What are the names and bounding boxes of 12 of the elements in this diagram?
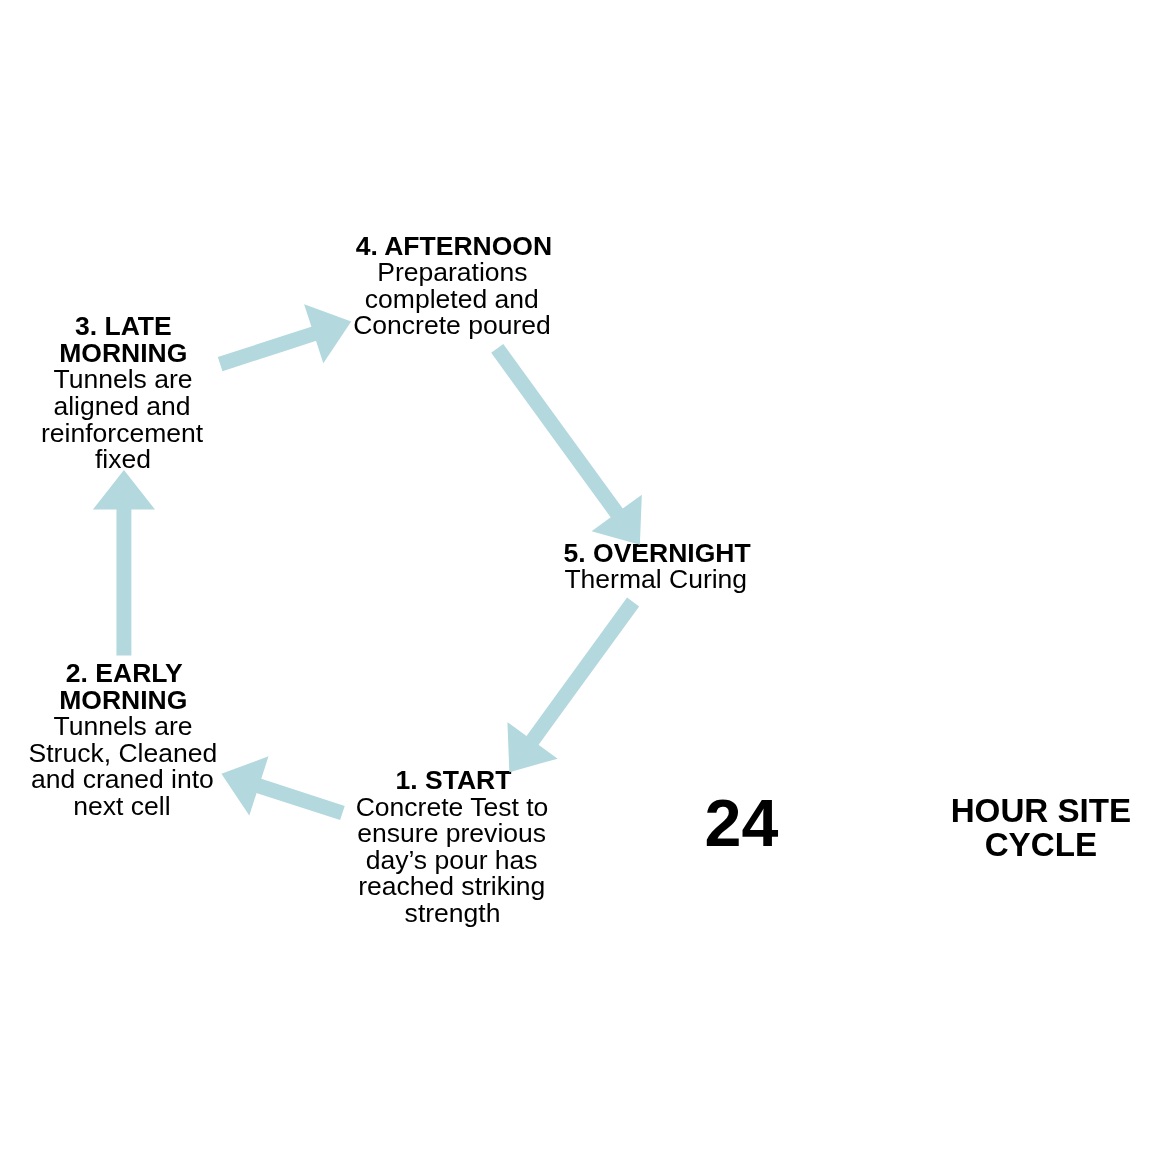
node-text: 3. LATE MORNING Tunnels are aligned and reinforcement fixed — [41, 310, 204, 474]
node-text: 1. START Concrete Test to ensure previous day’s pour has reached striking strength — [355, 764, 549, 928]
arrow — [491, 343, 642, 545]
node-text: 4. AFTERNOON Preparations completed and Concrete poured — [353, 230, 553, 340]
arrow — [217, 303, 352, 371]
label: 24 — [704, 785, 779, 860]
label: HOUR SITE CYCLE — [950, 791, 1132, 863]
arrow — [92, 469, 155, 655]
arrow — [221, 755, 345, 820]
arrow — [507, 597, 640, 772]
node-text: 5. OVERNIGHT Thermal Curing — [563, 537, 751, 594]
node-text: 2. EARLY MORNING Tunnels are Struck, Cleaned and craned into next cell — [28, 657, 218, 821]
